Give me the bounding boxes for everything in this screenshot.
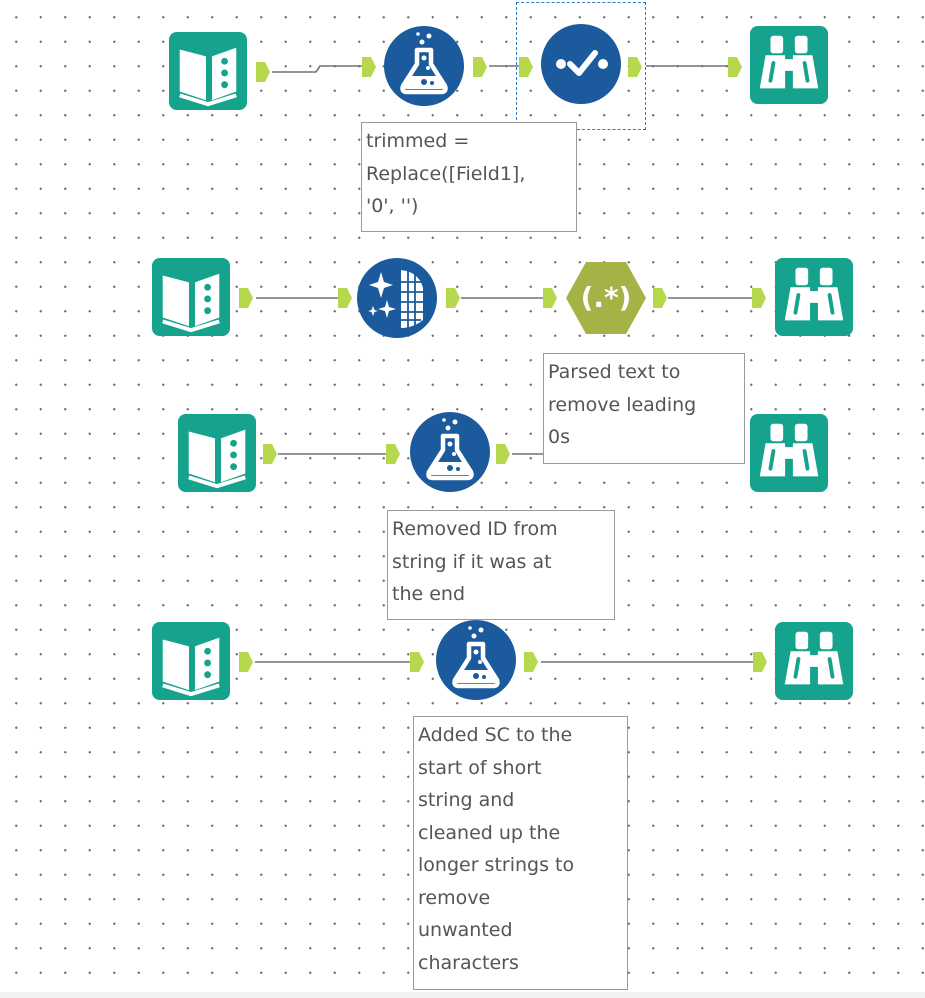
annotation-regex-parse[interactable]: Parsed text to remove leading 0s <box>543 353 745 464</box>
input-anchor[interactable] <box>519 57 533 77</box>
connectors <box>255 65 753 663</box>
annotation-formula-add-sc[interactable]: Added SC to the start of short string an… <box>413 716 628 990</box>
annotation-line: the end <box>392 583 466 605</box>
annotation-line: trimmed = <box>366 130 470 152</box>
browse-icon[interactable] <box>775 258 853 336</box>
annotation-line: unwanted <box>418 919 513 941</box>
output-anchor[interactable] <box>239 288 253 308</box>
annotation-line: Added SC to the <box>418 724 573 746</box>
input-anchor[interactable] <box>543 288 557 308</box>
input-anchor[interactable] <box>753 652 767 672</box>
input-data-icon[interactable] <box>169 32 247 110</box>
output-anchor[interactable] <box>628 57 642 77</box>
annotation-line: 0s <box>548 426 570 448</box>
formula-icon[interactable] <box>436 620 516 700</box>
output-anchor[interactable] <box>524 652 538 672</box>
output-anchor[interactable] <box>263 444 277 464</box>
browse-icon[interactable] <box>750 26 828 104</box>
output-anchor[interactable] <box>446 288 460 308</box>
annotation-line: remove <box>418 886 491 909</box>
regex-label: (.*) <box>581 281 632 314</box>
annotation-line: Removed ID from <box>392 518 558 540</box>
annotation-line: string if it was at <box>392 550 552 573</box>
output-anchor[interactable] <box>653 288 667 308</box>
input-anchor[interactable] <box>752 288 766 308</box>
output-anchor[interactable] <box>473 57 487 77</box>
input-anchor[interactable] <box>728 57 742 77</box>
formula-icon[interactable] <box>410 412 490 492</box>
row-1 <box>169 24 828 110</box>
input-data-icon[interactable] <box>152 258 230 336</box>
input-anchor[interactable] <box>338 288 352 308</box>
row-2: (.*) <box>152 258 853 338</box>
annotation-line: string and <box>418 789 515 811</box>
browse-icon[interactable] <box>750 414 828 492</box>
annotation-formula-trim[interactable]: trimmed = Replace([Field1], '0', '') <box>361 122 577 232</box>
connector <box>272 65 362 73</box>
input-data-icon[interactable] <box>152 622 230 700</box>
annotation-line: Parsed text to <box>548 361 681 383</box>
annotation-line: characters <box>418 951 519 974</box>
annotation-line: cleaned up the <box>418 821 561 844</box>
output-anchor[interactable] <box>239 652 253 672</box>
annotation-line: remove leading <box>548 393 697 416</box>
data-cleansing-icon[interactable] <box>357 258 437 338</box>
annotation-line: Replace([Field1], <box>366 162 526 185</box>
browse-icon[interactable] <box>775 622 853 700</box>
canvas-bottom-edge <box>0 992 925 998</box>
select-records-icon[interactable] <box>541 24 621 104</box>
output-anchor[interactable] <box>256 62 270 82</box>
annotation-formula-remove-id[interactable]: Removed ID from string if it was at the … <box>387 510 615 620</box>
input-anchor[interactable] <box>362 57 376 77</box>
input-data-icon[interactable] <box>178 414 256 492</box>
formula-icon[interactable] <box>384 26 464 106</box>
output-anchor[interactable] <box>496 444 510 464</box>
annotation-line: longer strings to <box>418 854 575 876</box>
input-anchor[interactable] <box>410 652 424 672</box>
annotation-line: start of short <box>418 756 542 779</box>
row-4 <box>152 620 853 700</box>
annotation-line: '0', '') <box>366 195 419 217</box>
input-anchor[interactable] <box>386 444 400 464</box>
